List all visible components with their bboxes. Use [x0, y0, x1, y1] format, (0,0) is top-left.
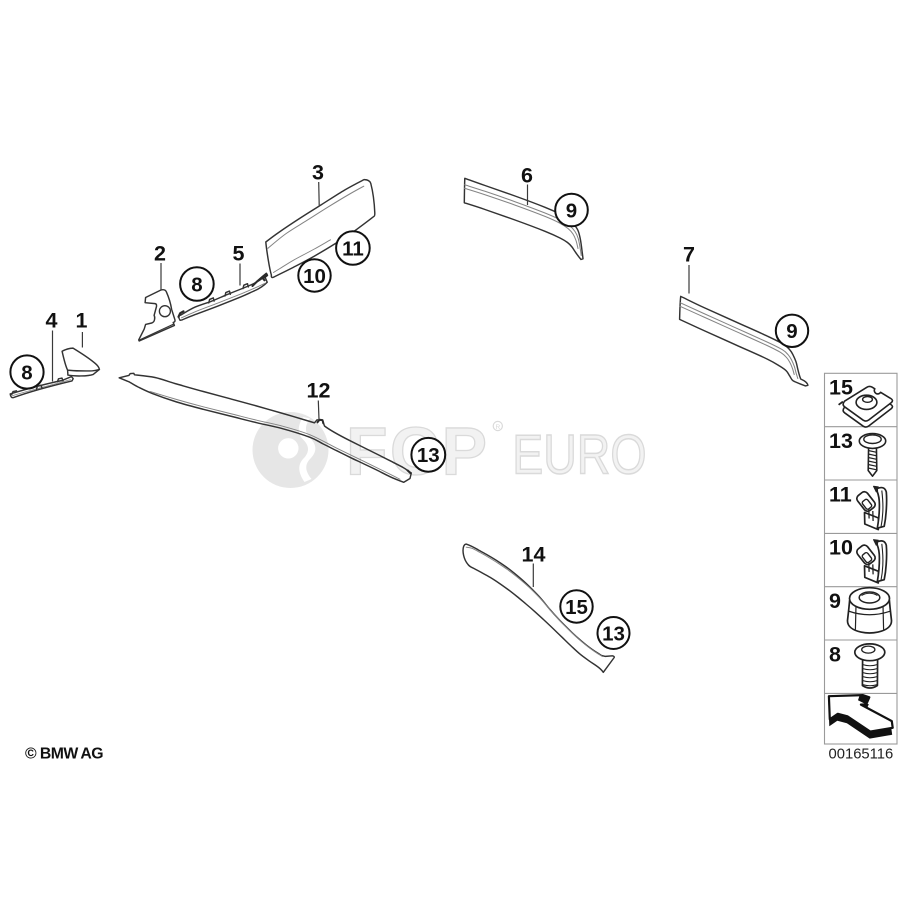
svg-text:© BMW AG: © BMW AG — [25, 746, 103, 763]
svg-text:15: 15 — [565, 596, 588, 619]
svg-text:5: 5 — [233, 242, 245, 266]
svg-text:8: 8 — [829, 642, 841, 666]
svg-text:EURO: EURO — [512, 422, 646, 485]
svg-text:R: R — [495, 424, 500, 431]
svg-text:11: 11 — [829, 482, 852, 506]
svg-text:13: 13 — [417, 444, 440, 467]
svg-text:3: 3 — [312, 160, 324, 184]
svg-text:15: 15 — [829, 376, 853, 400]
svg-text:1: 1 — [76, 309, 88, 333]
svg-text:9: 9 — [786, 320, 797, 343]
svg-text:00165116: 00165116 — [829, 747, 894, 763]
svg-text:4: 4 — [46, 309, 58, 333]
svg-text:11: 11 — [342, 237, 364, 260]
svg-text:12: 12 — [307, 379, 331, 403]
svg-text:2: 2 — [154, 242, 166, 266]
svg-text:10: 10 — [303, 265, 326, 288]
svg-text:13: 13 — [829, 429, 853, 453]
svg-text:7: 7 — [683, 243, 695, 267]
svg-text:13: 13 — [602, 622, 625, 645]
svg-text:6: 6 — [521, 163, 533, 187]
svg-text:9: 9 — [829, 589, 841, 613]
svg-text:9: 9 — [566, 199, 577, 222]
svg-text:8: 8 — [21, 361, 32, 384]
svg-text:8: 8 — [191, 273, 202, 296]
svg-text:14: 14 — [522, 543, 546, 567]
svg-text:10: 10 — [829, 536, 853, 560]
